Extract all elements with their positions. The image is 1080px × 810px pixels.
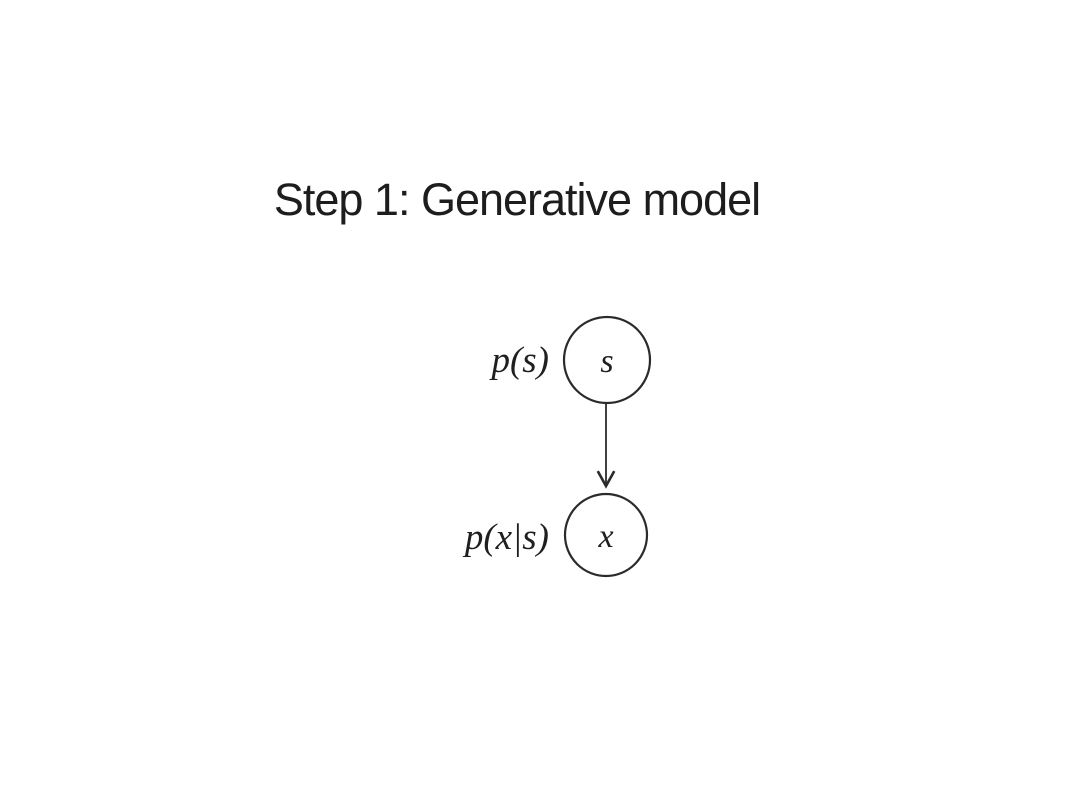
node-s-label: s bbox=[600, 343, 613, 380]
node-x-annotation: p(x|s) bbox=[462, 517, 549, 558]
node-s-annotation: p(s) bbox=[488, 340, 549, 381]
node-x-circle bbox=[563, 492, 649, 578]
slide-title: Step 1: Generative model bbox=[273, 174, 761, 225]
node-s-circle bbox=[562, 315, 652, 405]
node-x-label: x bbox=[597, 518, 613, 555]
